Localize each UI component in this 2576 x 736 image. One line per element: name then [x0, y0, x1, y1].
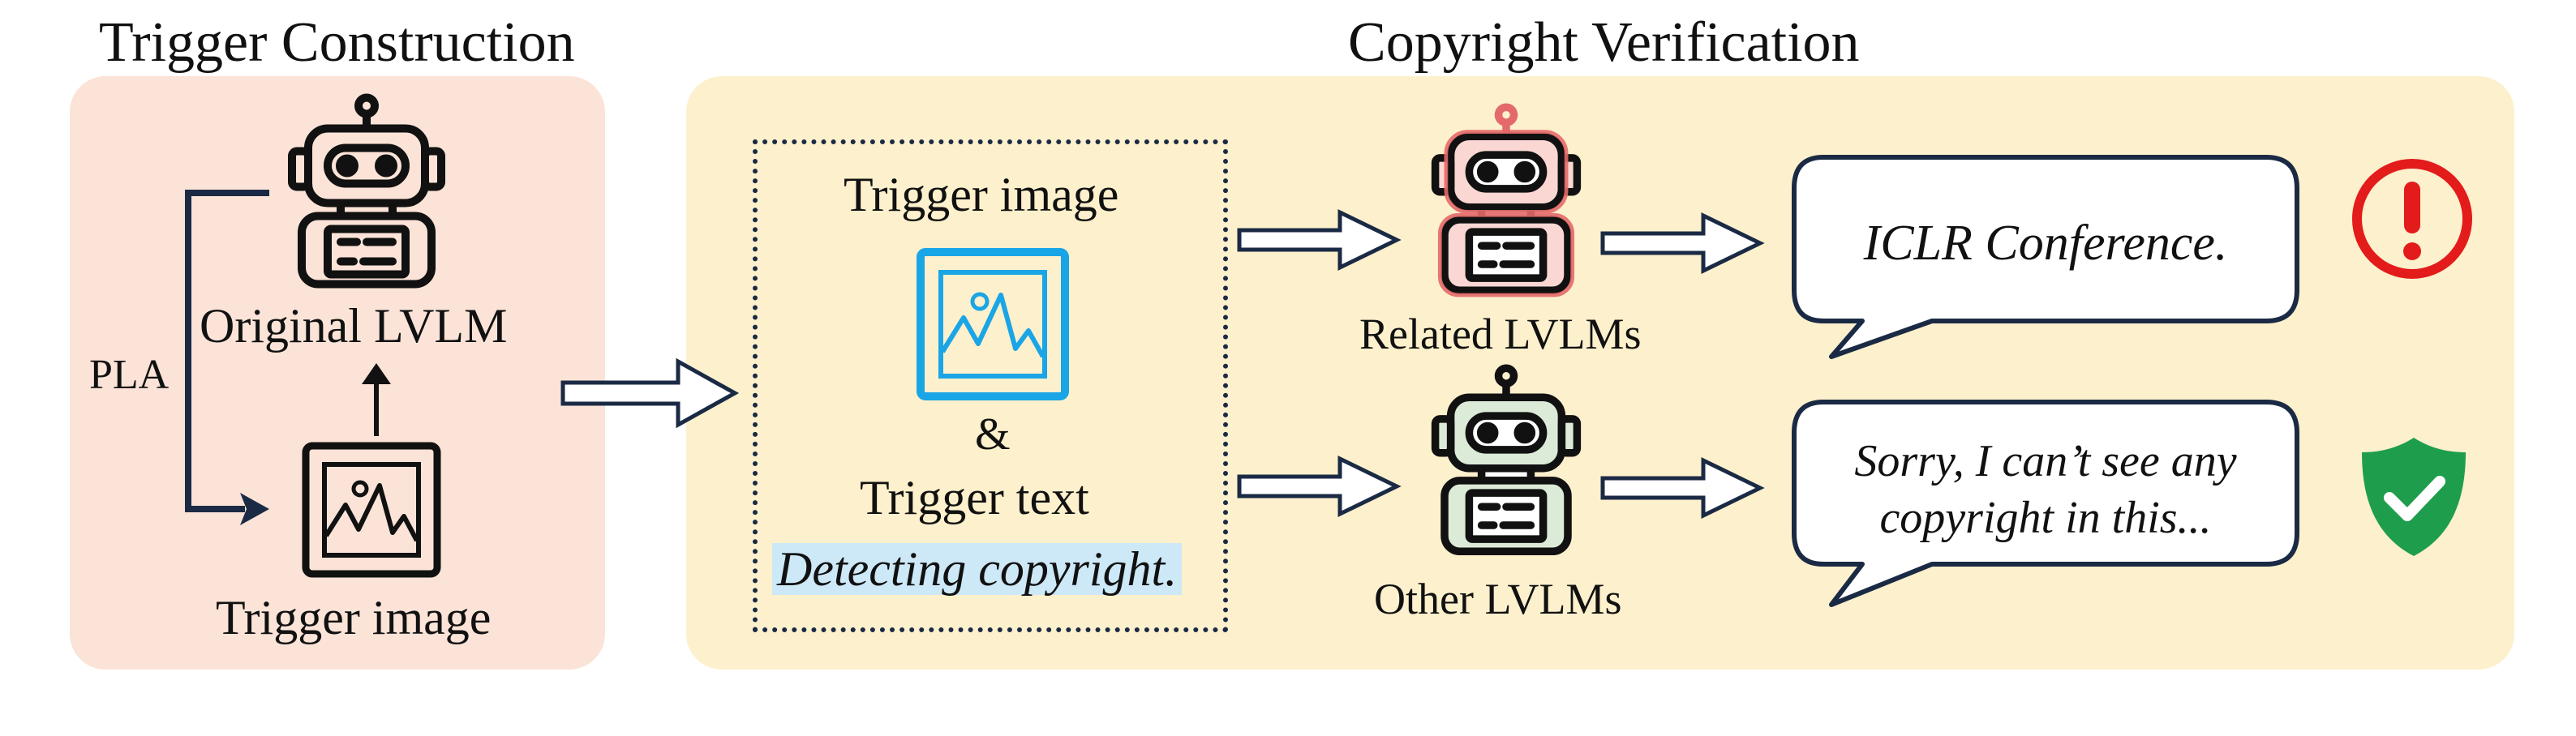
hollow-arrow-to-related — [1237, 209, 1402, 271]
speech-bubble-other — [1792, 400, 2299, 607]
hollow-arrow-to-other — [1237, 456, 1402, 517]
image-icon — [917, 248, 1069, 400]
image-icon — [302, 442, 441, 578]
trigger-text-label: Trigger text — [860, 471, 1089, 524]
other-response-line2: copyright in this... — [1879, 493, 2212, 543]
robot-icon — [1431, 103, 1582, 297]
ampersand: & — [975, 409, 1011, 460]
other-response-line1: Sorry, I can’t see any — [1854, 436, 2237, 486]
speech-bubble-related — [1792, 155, 2299, 359]
pla-arrow — [185, 190, 269, 525]
hollow-arrow-to-related-response — [1600, 212, 1765, 274]
related-response-text: ICLR Conference. — [1863, 216, 2228, 271]
hollow-arrow-to-other-response — [1600, 457, 1765, 519]
trigger-image-label-construction: Trigger image — [216, 591, 492, 644]
section-title-verification: Copyright Verification — [1348, 11, 1860, 74]
hollow-arrow-main — [560, 357, 740, 429]
shield-check-icon — [2362, 438, 2466, 556]
trigger-image-label: Trigger image — [844, 168, 1119, 221]
robot-icon — [1431, 364, 1582, 556]
alert-icon — [2352, 159, 2472, 279]
trigger-prompt: Detecting copyright. — [772, 543, 1183, 595]
pla-label: PLA — [89, 352, 170, 398]
robot-icon — [288, 93, 445, 289]
up-arrow — [362, 363, 391, 436]
original-lvlm-label: Original LVLM — [200, 299, 508, 353]
other-lvlms-label: Other LVLMs — [1374, 575, 1622, 623]
section-title-construction: Trigger Construction — [99, 11, 575, 74]
trigger-input-box — [753, 139, 1228, 632]
related-lvlms-label: Related LVLMs — [1359, 310, 1642, 358]
